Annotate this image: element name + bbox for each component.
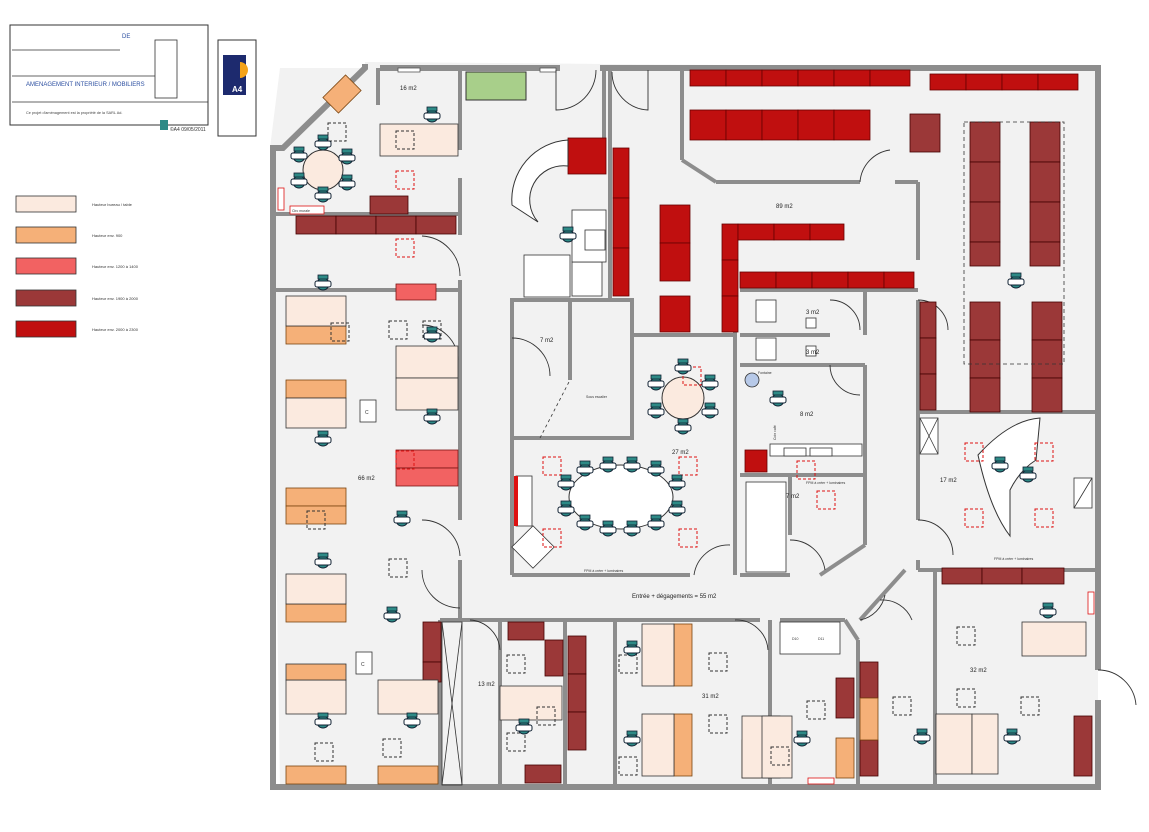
room-label-89: 89 m2 xyxy=(776,204,793,210)
room-label-3a: 3 m2 xyxy=(806,310,820,316)
room-label-27: 27 m2 xyxy=(672,450,689,456)
room-label-entrance: Entrée + dégagements = 55 m2 xyxy=(632,594,717,600)
note-c1: C xyxy=(365,410,369,416)
legend-label-1200: Hauteur env. 1200 à 1400 xyxy=(92,264,139,269)
title-subject: AMENAGEMENT INTERIEUR / MOBILIERS xyxy=(26,82,145,88)
legend-swatch-1200 xyxy=(15,257,77,275)
title-format: A4 xyxy=(232,85,243,94)
note-fpm-3: FPM à créer + luminaires xyxy=(994,557,1033,561)
room-label-16: 16 m2 xyxy=(400,86,417,92)
room-label-31: 31 m2 xyxy=(702,694,719,700)
a4-logo: A4 xyxy=(223,55,248,95)
room-label-13: 13 m2 xyxy=(478,682,495,688)
legend: Hauteur bureau / table Hauteur env. 900 … xyxy=(15,195,139,338)
title-company: DE xyxy=(122,34,130,40)
note-c2: C xyxy=(361,662,365,668)
room-label-8: 8 m2 xyxy=(800,412,814,418)
note-fontaine: Fontaine xyxy=(758,371,772,375)
legend-label-2000: Hauteur env. 2000 à 2300 xyxy=(92,327,139,332)
room-label-32: 32 m2 xyxy=(970,668,987,674)
title-block: DE AMENAGEMENT INTERIEUR / MOBILIERS Ce … xyxy=(9,24,257,137)
legend-swatch-2000 xyxy=(15,320,77,338)
legend-swatch-1900 xyxy=(15,289,77,307)
note-cafe: Coin café xyxy=(773,425,777,440)
stamp-icon xyxy=(160,120,168,130)
note-d11: D11 xyxy=(818,637,824,641)
room-label-7a: 7 m2 xyxy=(540,338,554,344)
legend-label-desk: Hauteur bureau / table xyxy=(92,202,133,207)
room-label-66: 66 m2 xyxy=(358,476,375,482)
legend-swatch-desk xyxy=(15,195,77,213)
room-label-17: 17 m2 xyxy=(940,478,957,484)
legend-label-1900: Hauteur env. 1900 à 2000 xyxy=(92,296,139,301)
legend-swatch-900 xyxy=(15,226,77,244)
note-fpm-1: FPM à créer + luminaires xyxy=(584,569,623,573)
note-d10: D10 xyxy=(792,637,798,641)
title-date: ©A4 09/05/2011 xyxy=(170,126,206,133)
note-sous-escalier: Sous escalier xyxy=(586,395,608,399)
legend-label-900: Hauteur env. 900 xyxy=(92,233,123,238)
room-label-3b: 3 m2 xyxy=(806,350,820,356)
room-label-7b: 7 m2 xyxy=(786,494,800,500)
title-notice: Ce projet d'aménagement est la propriété… xyxy=(26,111,122,115)
building: 16 m2 66 m2 7 m2 27 m2 89 m2 3 m2 3 m2 8… xyxy=(270,62,1137,790)
note-fpm-2: FPM à créer + luminaires xyxy=(806,481,845,485)
note-circ-murale: Circ murale xyxy=(292,209,310,213)
